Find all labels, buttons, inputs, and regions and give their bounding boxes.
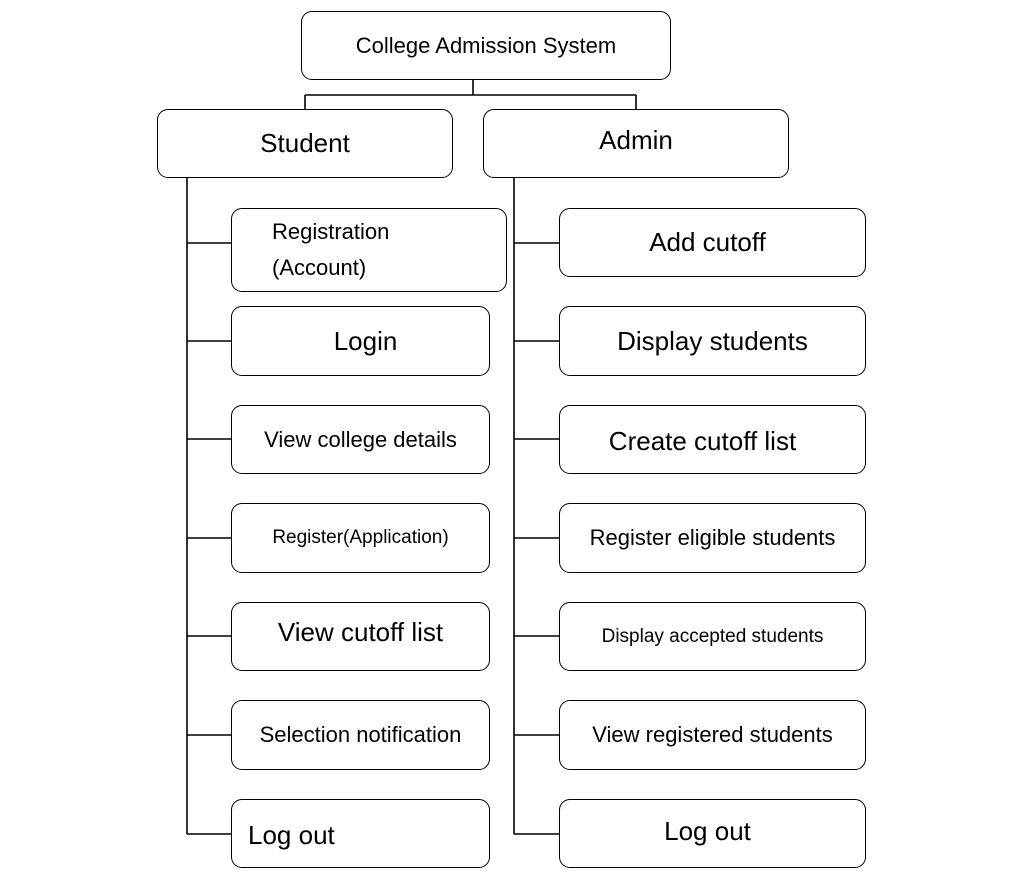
admin-item-view-registered-students: View registered students (559, 700, 866, 770)
student-item-label: Selection notification (259, 722, 462, 747)
admin-item-add-cutoff: Add cutoff (559, 208, 866, 277)
admin-item-label: Register eligible students (589, 525, 836, 550)
admin-item-label: Display students (617, 325, 808, 356)
admin-item-label: Add cutoff (649, 227, 766, 257)
student-item-view-college-details: View college details (231, 405, 490, 474)
root-label: College Admission System (355, 32, 617, 58)
student-item-label: Login (333, 325, 398, 356)
student-item-label: View cutoff list (277, 617, 444, 647)
admin-item-label: Display accepted students (601, 625, 824, 647)
student-item-registration-account: Registration (Account) (231, 208, 507, 292)
admin-item-label: View registered students (592, 722, 833, 747)
admin-item-create-cutoff-list: Create cutoff list (559, 405, 866, 474)
admin-item-register-eligible-students: Register eligible students (559, 503, 866, 573)
student-node: Student (157, 109, 453, 178)
admin-node: Admin (483, 109, 789, 178)
student-item-line: (Account) (272, 255, 367, 280)
student-item-label: Log out (248, 820, 335, 850)
student-item-log-out: Log out (231, 799, 490, 868)
student-item-register-application: Register(Application) (231, 503, 490, 573)
admin-label: Admin (599, 125, 673, 155)
admin-item-label: Create cutoff list (608, 426, 797, 456)
admin-item-label: Log out (664, 816, 751, 846)
root-node: College Admission System (301, 11, 671, 80)
student-label: Student (260, 128, 350, 158)
admin-item-log-out: Log out (559, 799, 866, 868)
student-item-view-cutoff-list: View cutoff list (231, 602, 490, 671)
admin-item-display-accepted-students: Display accepted students (559, 602, 866, 671)
student-item-login: Login (231, 306, 490, 376)
admin-item-display-students: Display students (559, 306, 866, 376)
student-item-label: View college details (264, 426, 457, 452)
student-item-selection-notification: Selection notification (231, 700, 490, 770)
student-item-label: Register(Application) (272, 527, 449, 548)
student-item-line: Registration (272, 219, 390, 244)
